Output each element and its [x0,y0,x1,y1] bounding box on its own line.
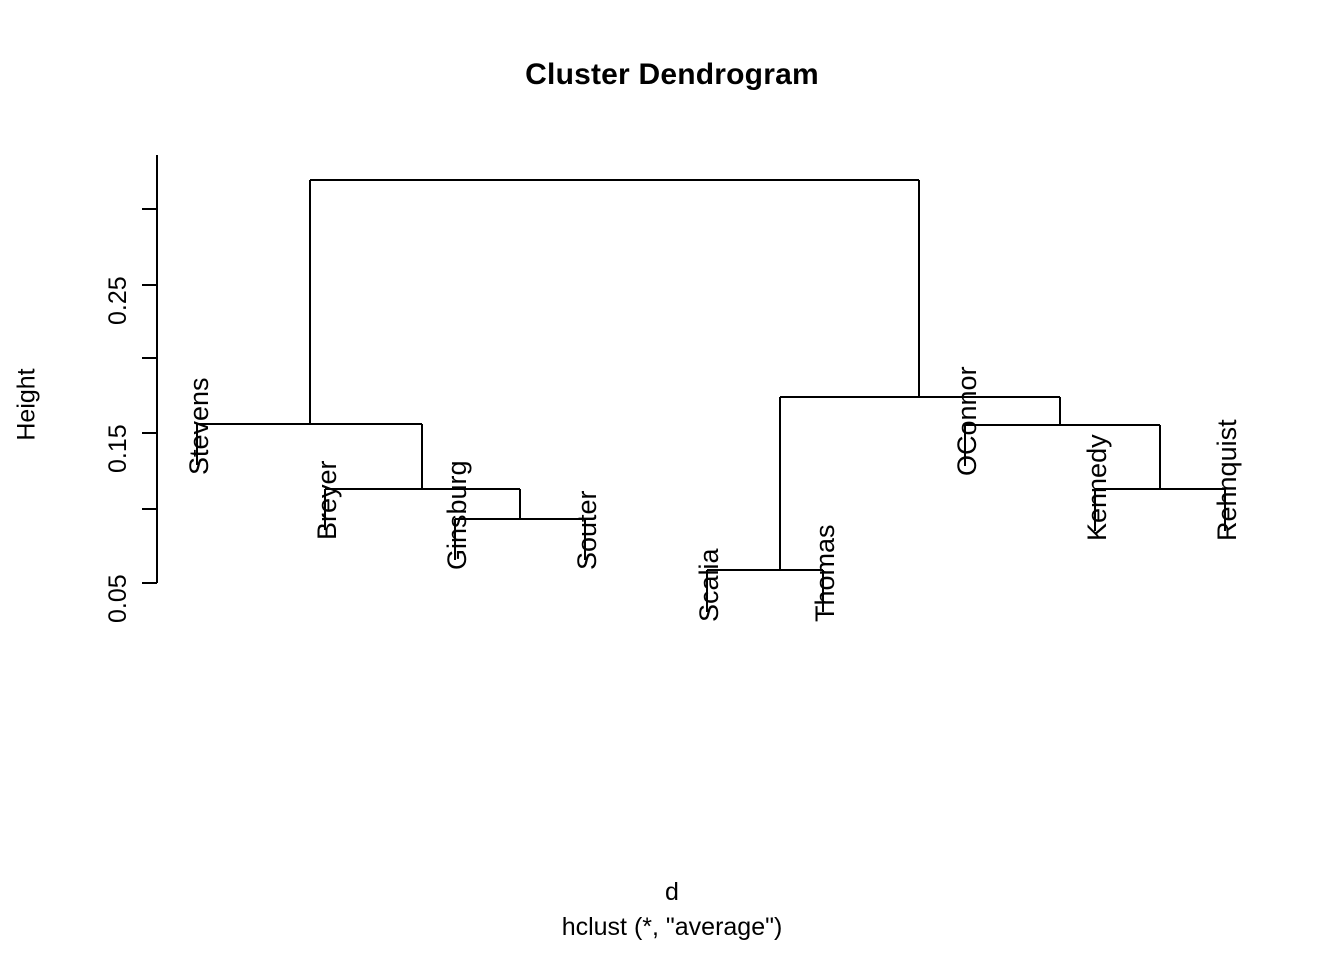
leaf-label-scalia: Scalia [694,548,724,622]
page-title: Cluster Dendrogram [525,58,819,91]
x-axis-caption: d hclust (*, "average") [0,875,1344,945]
leaf-label-oconnor: OConnor [952,366,982,476]
leaf-label-kennedy: Kennedy [1082,434,1112,541]
caption-line-1: d [665,878,679,906]
caption-line-2: hclust (*, "average") [561,913,783,941]
y-tick-label-0: 0.25 [104,276,132,325]
leaf-label-rehnquist: Rehnquist [1212,419,1242,541]
leaf-label-stevens: Stevens [184,377,214,475]
dendrogram-tree [195,178,1227,612]
leaf-label-thomas: Thomas [810,524,840,622]
y-tick-label-2: 0.05 [104,574,132,623]
leaf-label-breyer: Breyer [312,460,342,540]
y-tick-label-1: 0.15 [104,424,132,473]
leaf-label-ginsburg: Ginsburg [442,460,472,570]
leaf-label-souter: Souter [572,490,602,570]
y-axis [142,155,159,585]
